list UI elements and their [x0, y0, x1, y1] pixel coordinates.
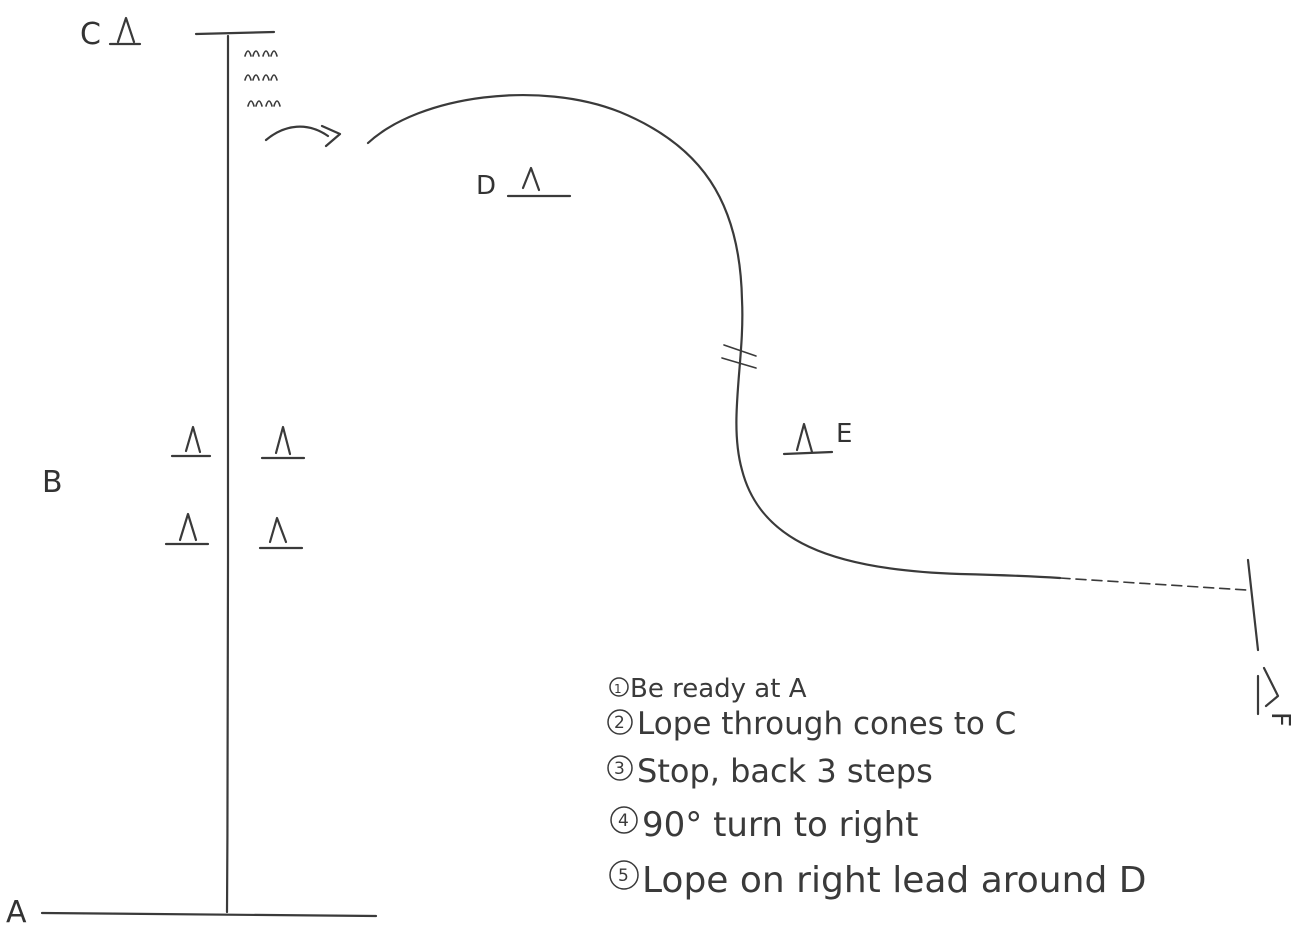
cone-e: [782, 422, 834, 456]
step-4-text: 90° turn to right: [642, 805, 919, 845]
turn-arrow: [264, 124, 342, 148]
step-3-text: Stop, back 3 steps: [637, 752, 933, 790]
cone-d: [506, 166, 572, 198]
step-2-text: Lope through cones to C: [637, 706, 1016, 742]
start-line-a: [40, 911, 378, 918]
label-f: F: [1265, 712, 1295, 727]
dashed-finish-path: [1059, 577, 1247, 591]
lope-path-curve: [366, 93, 1062, 580]
label-d: D: [476, 171, 496, 201]
step-5: 5 Lope on right lead around D: [609, 860, 1146, 901]
step-1-text: Be ready at A: [630, 674, 807, 704]
main-vertical-line: [225, 34, 230, 914]
label-c: C: [80, 17, 101, 52]
gap-marker: [721, 344, 757, 369]
top-crossbar: [194, 30, 276, 36]
cone-right-2: [258, 516, 304, 550]
cone-right-1: [260, 425, 306, 460]
label-e: E: [836, 419, 852, 449]
step-2-number: 2: [614, 713, 625, 733]
step-list: 1 Be ready at A 2 Lope through cones to …: [607, 674, 1146, 901]
step-4: 4 90° turn to right: [610, 805, 919, 845]
cone-left-2: [164, 512, 210, 546]
step-3-number: 3: [614, 759, 625, 779]
cone-c: [108, 16, 142, 46]
back-step-marks: [244, 50, 281, 107]
step-1: 1 Be ready at A: [609, 674, 807, 704]
label-b: B: [42, 465, 63, 500]
step-5-text: Lope on right lead around D: [642, 860, 1146, 901]
step-2: 2 Lope through cones to C: [607, 706, 1016, 742]
finish-line-f: [1246, 558, 1260, 652]
step-5-number: 5: [618, 866, 629, 886]
cone-f: [1256, 666, 1280, 716]
label-a: A: [6, 895, 27, 928]
cone-left-1: [170, 425, 212, 458]
step-3: 3 Stop, back 3 steps: [607, 752, 933, 790]
step-1-number: 1: [614, 682, 622, 696]
step-4-number: 4: [618, 811, 629, 831]
